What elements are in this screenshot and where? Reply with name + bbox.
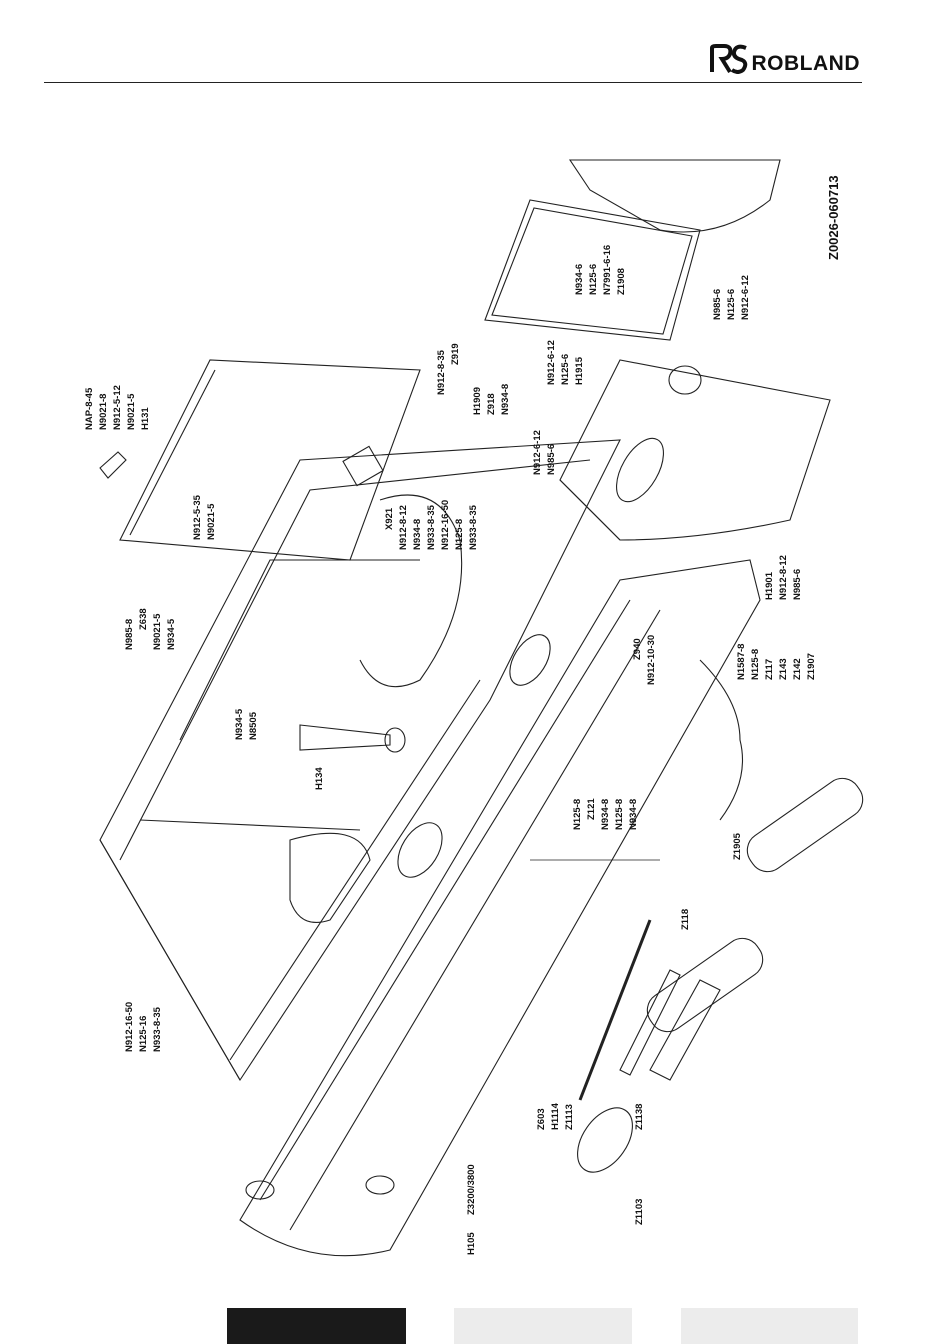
label-n933-8-35-b: N933-8-35 [468, 504, 479, 550]
motor-box-h1901 [559, 359, 831, 541]
label-n1587-8: N1587-8 [736, 644, 747, 680]
handle-z1103 [577, 1107, 633, 1173]
label-z143: Z143 [778, 658, 789, 680]
label-n9021-5: N9021-5 [126, 393, 137, 430]
guard-plate-h1909 [484, 199, 701, 341]
label-n9021-5-b: N9021-5 [206, 503, 217, 540]
diagram-code: Z0026-060713 [826, 175, 841, 260]
label-n933-8-35-c: N933-8-35 [152, 1006, 163, 1052]
knob-nap-8-45 [99, 451, 127, 479]
label-n125-16: N125-16 [138, 1016, 149, 1052]
label-h1915: H1915 [574, 356, 585, 385]
label-n9021-8: N9021-8 [98, 394, 109, 430]
label-h131: H131 [140, 407, 151, 430]
label-h1114: H1114 [550, 1102, 561, 1130]
exploded-parts-diagram: Z0026-060713 NAP-8-45 N9021-8 N912-5-12 … [60, 140, 880, 1260]
robland-monogram-icon [709, 44, 747, 74]
label-h1909: H1909 [472, 387, 483, 415]
label-nap-8-45: NAP-8-45 [84, 387, 95, 430]
footer-tab-light-1 [454, 1308, 632, 1344]
label-h1901: H1901 [764, 571, 775, 600]
label-z1113: Z1113 [564, 1104, 575, 1130]
label-z603: Z603 [536, 1108, 547, 1130]
main-housing-h105 [239, 559, 761, 1257]
footer-tab-dark [227, 1308, 406, 1344]
label-z1907: Z1907 [806, 653, 817, 680]
label-n934-8: N934-8 [500, 384, 511, 415]
label-z142: Z142 [792, 658, 803, 680]
label-n912-8-12-b: N912-8-12 [778, 555, 789, 600]
rod-z603 [578, 919, 652, 1101]
label-n9021-5-c: N9021-5 [152, 613, 163, 650]
label-h134: H134 [314, 767, 325, 790]
label-z3200-3800: Z3200/3800 [466, 1164, 477, 1215]
label-z121: Z121 [586, 798, 597, 820]
label-n7991-6-16: N7991-6-16 [602, 245, 613, 295]
label-n934-6: N934-6 [574, 264, 585, 295]
label-n8505: N8505 [248, 711, 259, 740]
footer-tab-light-2 [681, 1308, 858, 1344]
label-h105: H105 [466, 1232, 477, 1255]
label-n934-5-b: N934-5 [234, 708, 245, 740]
label-n125-8-b: N125-8 [750, 649, 761, 680]
label-n912-8-12: N912-8-12 [398, 505, 409, 550]
cover-z1908 [568, 159, 781, 233]
label-z638: Z638 [138, 608, 149, 630]
label-n125-8-d: N125-8 [614, 799, 625, 830]
label-z118: Z118 [680, 909, 691, 930]
label-n985-8: N985-8 [124, 619, 135, 650]
label-n912-8-35: N912-8-35 [436, 349, 447, 395]
label-z1908: Z1908 [616, 268, 627, 295]
label-n912-10-30: N912-10-30 [646, 635, 657, 685]
label-z940: Z940 [632, 638, 643, 660]
label-n125-8-c: N125-8 [572, 799, 583, 830]
label-n912-6-12: N912-6-12 [546, 340, 557, 385]
label-n912-16-50-b: N912-16-50 [124, 1002, 135, 1052]
label-n125-6-c: N125-6 [726, 289, 737, 320]
label-n125-6: N125-6 [560, 354, 571, 385]
label-n934-5: N934-5 [166, 618, 177, 650]
label-z1905: Z1905 [732, 832, 743, 860]
handle-z1905 [646, 937, 764, 1033]
label-n985-6-b: N985-6 [546, 444, 557, 475]
label-n125-8: N125-8 [454, 519, 465, 550]
label-n934-8-c: N934-8 [600, 799, 611, 830]
page-header: ROBLAND [44, 40, 862, 83]
label-n912-6-12-b: N912-6-12 [740, 275, 751, 320]
top-plate-h131 [119, 359, 421, 561]
label-n985-6-c: N985-6 [792, 569, 803, 600]
label-n934-8-b: N934-8 [412, 519, 423, 550]
brand-name: ROBLAND [751, 52, 860, 75]
label-n125-6-b: N125-6 [588, 264, 599, 295]
label-n985-6: N985-6 [712, 289, 723, 320]
label-z919: Z919 [450, 343, 461, 365]
label-n912-5-35: N912-5-35 [192, 494, 203, 540]
switch-x921 [342, 445, 384, 487]
handle-z1907 [746, 777, 864, 873]
label-z918: Z918 [486, 393, 497, 415]
bolt-h134 [299, 724, 391, 751]
brand-logo: ROBLAND [709, 44, 861, 75]
label-x921: X921 [384, 507, 395, 530]
label-n933-8-35: N933-8-35 [426, 504, 437, 550]
label-z117: Z117 [764, 659, 775, 680]
label-z1103: Z1103 [634, 1199, 645, 1225]
label-n912-16-50: N912-16-50 [440, 500, 451, 550]
label-n934-8-d: N934-8 [628, 799, 639, 830]
label-z1138: Z1138 [634, 1104, 645, 1130]
label-n912-5-12: N912-5-12 [112, 385, 123, 430]
label-n912-6-12-c: N912-6-12 [532, 430, 543, 475]
